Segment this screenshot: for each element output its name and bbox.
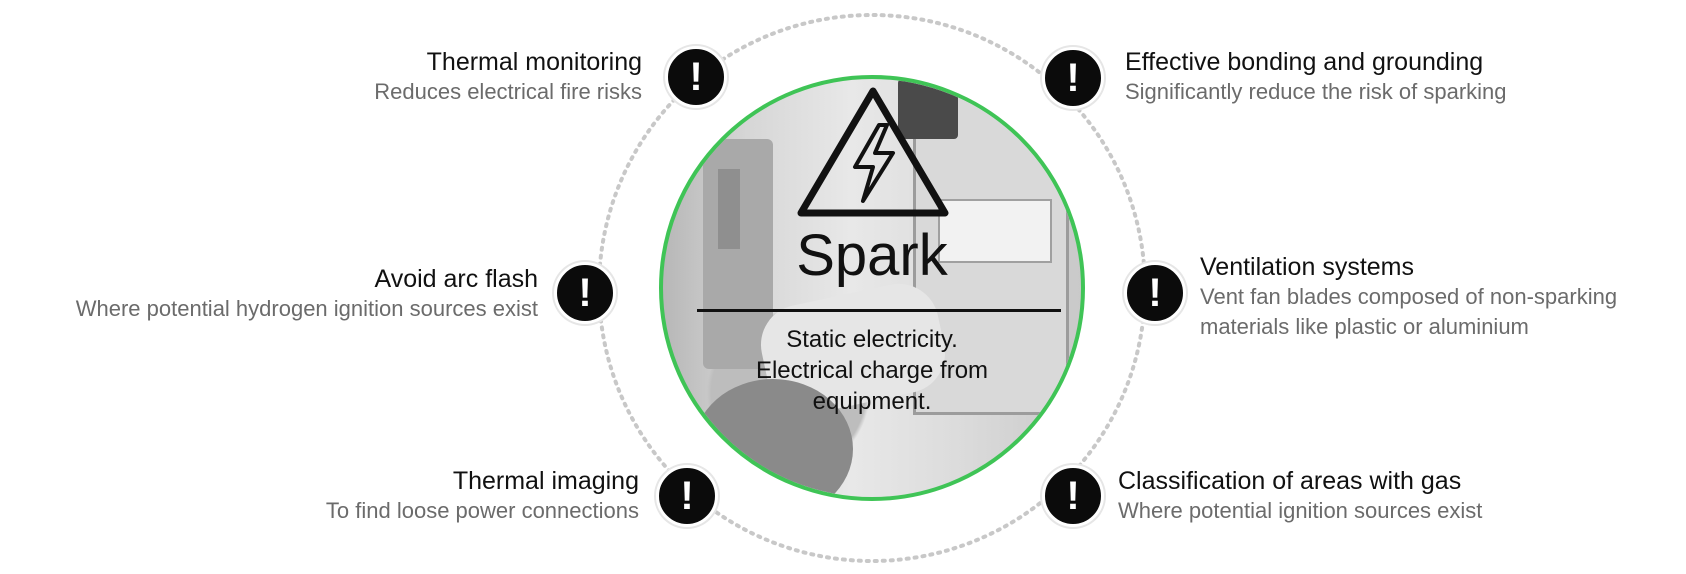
- item-subtext: To find loose power connections: [325, 498, 639, 523]
- high-voltage-warning-icon: [797, 87, 949, 217]
- item-subtext: Reduces electrical fire risks: [374, 79, 642, 104]
- item-avoid-arc-flash: Avoid arc flash Where potential hydrogen…: [0, 264, 538, 324]
- item-heading: Thermal imaging: [452, 467, 639, 495]
- item-heading: Thermal monitoring: [426, 48, 642, 76]
- alert-icon: !: [1042, 465, 1104, 527]
- item-subtext: Significantly reduce the risk of sparkin…: [1125, 79, 1507, 104]
- alert-icon: !: [656, 465, 718, 527]
- center-divider: [697, 309, 1061, 312]
- item-subtext: Vent fan blades composed of non-sparking…: [1200, 284, 1618, 339]
- alert-icon: !: [1124, 262, 1186, 324]
- item-thermal-imaging: Thermal imaging To find loose power conn…: [79, 466, 639, 526]
- center-description-line: Static electricity.: [786, 326, 958, 353]
- background-photo: [663, 79, 1081, 497]
- item-classification-areas: Classification of areas with gas Where p…: [1118, 466, 1678, 526]
- item-heading: Classification of areas with gas: [1118, 467, 1462, 495]
- alert-icon: !: [554, 262, 616, 324]
- center-description: Static electricity. Electrical charge fr…: [663, 324, 1081, 417]
- center-description-line: equipment.: [812, 388, 932, 415]
- item-effective-bonding: Effective bonding and grounding Signific…: [1125, 47, 1685, 107]
- alert-icon: !: [665, 46, 727, 108]
- item-thermal-monitoring: Thermal monitoring Reduces electrical fi…: [82, 47, 642, 107]
- item-heading: Avoid arc flash: [374, 265, 538, 293]
- item-subtext: Where potential ignition sources exist: [1118, 498, 1483, 523]
- item-heading: Ventilation systems: [1200, 253, 1414, 281]
- center-circle: Spark Static electricity. Electrical cha…: [659, 75, 1085, 501]
- center-title: Spark: [796, 223, 948, 288]
- item-ventilation-systems: Ventilation systems Vent fan blades comp…: [1200, 252, 1685, 342]
- alert-icon: !: [1042, 47, 1104, 109]
- item-subtext: Where potential hydrogen ignition source…: [75, 296, 538, 321]
- item-heading: Effective bonding and grounding: [1125, 48, 1484, 76]
- center-description-line: Electrical charge from: [755, 357, 989, 384]
